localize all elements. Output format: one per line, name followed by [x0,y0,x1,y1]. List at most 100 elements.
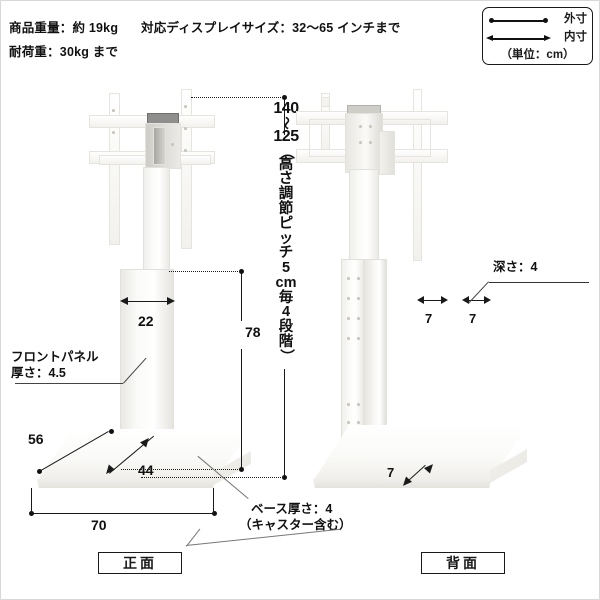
back-view-illustration [296,1,600,541]
dot-right-icon [543,18,548,23]
adjust-hole-icon [357,317,360,320]
spec-product-weight: 商品重量：約 19kg [9,21,119,35]
hub-hole-icon [369,141,372,144]
mount-hub-slot [153,127,166,165]
height-range-char: ッ [278,230,294,247]
center-pole-upper [349,169,379,263]
mount-rail-right [413,89,422,261]
rail-hole-icon [184,105,187,108]
pole-channel-right [363,259,387,457]
dot-left-icon [489,18,494,23]
note-base-thickness-line2: （キャスター含む） [239,518,352,532]
caption-front-view: 正面 [98,552,182,574]
rail-hole-icon [112,109,115,112]
dim-line-pole-right-width [465,300,487,302]
height-range-char: 125 [273,128,299,146]
rail-hole-icon [184,149,187,152]
mount-hub [345,113,383,173]
arrow-left-icon [417,296,424,304]
note-base-thickness-line1: ベース厚さ：4 [251,502,333,516]
height-range-char: ） [278,348,294,364]
height-range-char: （ [278,144,294,159]
adjust-hole-icon [347,317,350,320]
dot-bottom-icon [282,475,287,480]
adjust-hole-icon [347,421,350,424]
leader-height-bottom [141,477,283,478]
dot-top-icon [282,95,287,100]
leader-depth-underline [489,282,589,284]
hub-hole-icon [171,143,174,146]
adjust-hole-icon [357,277,360,280]
dot-end-icon [37,469,42,474]
arrow-right-icon [544,35,551,41]
height-range-char: 4 [281,304,291,321]
height-range-char: cm [275,274,297,291]
dim-value-pole-right-width: 7 [469,311,477,326]
dot-top-icon [239,269,244,274]
center-pole-upper [143,167,170,273]
extension-line-right [213,488,215,514]
front-panel [120,269,174,447]
adjust-hole-icon [357,421,360,424]
rail-hole-icon [184,127,187,130]
hub-hole-icon [369,125,372,128]
dim-value-panel-width: 22 [138,313,154,329]
base-plate-front-edge [313,479,491,488]
note-front-panel-thickness-line1: フロントパネル [11,350,99,364]
height-range-char: 調 [278,186,294,203]
caption-back-view: 背面 [421,552,505,574]
leader-height-top [191,97,283,98]
adjust-hole-icon [347,277,350,280]
height-range-char: 高 [278,156,294,173]
height-range-char: チ [278,245,294,262]
mount-rail-left-cap [321,97,330,107]
mount-rail-right [181,89,192,249]
rail-hole-icon [112,131,115,134]
dot-right-icon [212,511,217,516]
adjust-hole-icon [347,297,350,300]
dim-value-base-depth-inner: 44 [138,462,154,478]
height-range-char: 階 [278,334,294,350]
dot-bottom-icon [239,467,244,472]
dim-value-base-width: 70 [91,517,107,533]
arrow-left-icon [120,297,128,305]
legend-outer-label: 外寸 [564,13,587,25]
front-view-illustration [1,1,301,541]
legend-row-outer: 外寸 [489,13,587,28]
dim-line-pole-left-width [420,300,444,302]
adjust-hole-icon [347,337,350,340]
dim-value-base-gap: 7 [387,465,395,480]
height-range-char: さ [278,171,294,188]
arrow-left-icon [486,35,493,41]
legend-unit-note: （単位：cm） [500,49,575,61]
arrow-right-icon [484,296,491,304]
leader-pole-bottom [121,469,240,470]
arrow-right-icon [167,297,175,305]
dim-line-height-lower [284,369,286,479]
mount-rail-left [109,93,120,245]
height-range-char: 140 [273,100,299,117]
dot-ended-line-icon [489,18,548,23]
arrow-left-icon [462,296,469,304]
height-range-char: ～ [279,116,294,130]
leader-pole-top [169,271,240,272]
dim-line-pole-upper [241,271,243,321]
dim-line-height-upper [284,97,286,135]
legend-box: 外寸 内寸 （単位：cm） [482,7,593,65]
leader-front-panel-underline [15,383,123,385]
dim-line-pole-lower [241,349,243,471]
dim-line-base-width [31,513,215,515]
extension-line-left [31,488,33,514]
adjust-hole-icon [357,337,360,340]
double-arrow-line-icon [486,35,551,41]
dim-line-panel-width [123,301,171,303]
dim-value-pole-height: 78 [245,324,261,340]
height-range-char: ピ [278,215,294,232]
hub-hole-icon [359,125,362,128]
height-range-char: 毎 [278,289,294,306]
arrow-right-icon [441,296,448,304]
base-plate-front-edge [37,479,215,488]
adjust-hole-icon [357,297,360,300]
